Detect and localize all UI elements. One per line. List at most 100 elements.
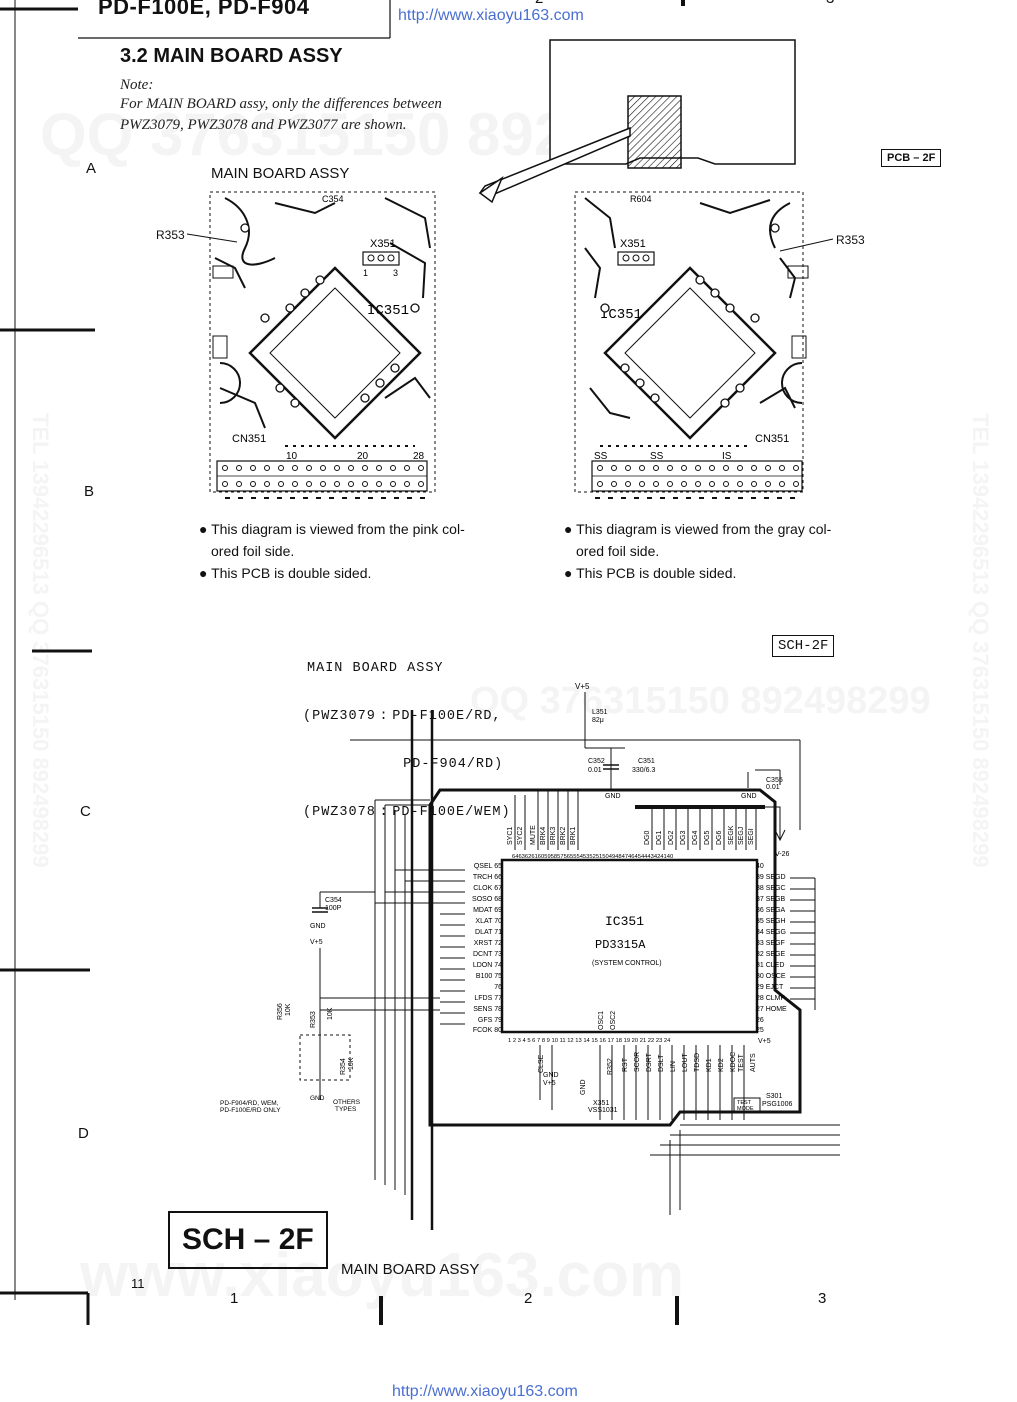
svg-text:PD-F904/RD, WEM,: PD-F904/RD, WEM, xyxy=(220,1100,279,1107)
svg-text:0.01: 0.01 xyxy=(588,767,602,774)
svg-text:DCNT 73: DCNT 73 xyxy=(473,951,502,958)
svg-text:PD-F100E/RD ONLY: PD-F100E/RD ONLY xyxy=(220,1107,281,1114)
svg-text:29 EJCT: 29 EJCT xyxy=(756,984,784,991)
svg-text:GND: GND xyxy=(310,1095,325,1102)
svg-text:646362616059585756555453525150: 6463626160595857565554535251504948474645… xyxy=(512,854,673,860)
ic-top-pins-right: DG0 DG1 DG2 DG3 DG4 DG5 DG6 SEGK SEGJ SE… xyxy=(644,825,755,845)
ic-bottom-pins: CLSE OSC1 OSC2 RST SCOR DSRT DSLT LIN LO… xyxy=(538,1011,757,1073)
svg-text:SYC1: SYC1 xyxy=(507,827,514,845)
svg-text:LDON 74: LDON 74 xyxy=(473,962,502,969)
svg-text:BRK3: BRK3 xyxy=(550,827,557,845)
bottom-col-3: 3 xyxy=(818,1290,827,1307)
svg-text:DG0: DG0 xyxy=(644,831,651,846)
pcb-right-x351-label: X351 xyxy=(620,238,646,250)
svg-text:SOSO 68: SOSO 68 xyxy=(472,896,502,903)
svg-text:GND: GND xyxy=(741,793,757,800)
pcb-right-r604-label: R604 xyxy=(630,194,652,204)
svg-text:OSC1: OSC1 xyxy=(598,1011,605,1030)
watermark-qq-mid: QQ 376315150 892498299 xyxy=(470,680,931,722)
svg-text:AUTS: AUTS xyxy=(750,1053,757,1072)
svg-text:PSG1006: PSG1006 xyxy=(762,1101,792,1108)
note-line-1: For MAIN BOARD assy, only the difference… xyxy=(120,96,442,112)
pcb-left-notes: ● This diagram is viewed from the pink c… xyxy=(199,521,465,581)
row-letter-b: B xyxy=(84,483,95,500)
top-col-2: 2 xyxy=(535,0,543,7)
svg-text:C355: C355 xyxy=(766,777,783,784)
svg-text:KDOC: KDOC xyxy=(730,1052,737,1072)
schematic-tag: SCH-2F xyxy=(772,635,835,657)
svg-text:V+5: V+5 xyxy=(543,1080,556,1087)
svg-text:C352: C352 xyxy=(588,758,605,765)
svg-text:SEGJ: SEGJ xyxy=(738,827,745,845)
svg-text:SS: SS xyxy=(594,451,608,462)
svg-text:SEGK: SEGK xyxy=(728,825,735,845)
svg-text:TDSD: TDSD xyxy=(694,1053,701,1072)
r353-right-label: R353 xyxy=(836,233,865,247)
svg-text:DG5: DG5 xyxy=(704,831,711,846)
svg-text:TEST: TEST xyxy=(738,1053,745,1072)
svg-text:V+5: V+5 xyxy=(310,939,323,946)
pcb-left-ic-label: IC351 xyxy=(367,303,409,319)
svg-text:CLOK 67: CLOK 67 xyxy=(473,885,502,892)
svg-text:LIN: LIN xyxy=(670,1061,677,1072)
schematic-diagram: V+5 L351 82μ C352 0.01 C351 330/6.3 GND … xyxy=(220,682,840,1230)
svg-text:TEST: TEST xyxy=(737,1100,752,1106)
svg-text:DG4: DG4 xyxy=(692,831,699,846)
svg-text:GFS 79: GFS 79 xyxy=(478,1017,502,1024)
svg-text:100P: 100P xyxy=(325,905,342,912)
svg-text:1 2 3 4 5 6 7 8 9 10 11 12 13: 1 2 3 4 5 6 7 8 9 10 11 12 13 14 15 16 1… xyxy=(508,1038,671,1044)
pcb-right-notes: ● This diagram is viewed from the gray c… xyxy=(564,521,832,581)
svg-text:KD2: KD2 xyxy=(718,1058,725,1072)
top-col-3: 3 xyxy=(826,0,834,7)
note-label: Note: xyxy=(120,77,154,93)
svg-text:82μ: 82μ xyxy=(592,717,604,724)
svg-text:R353: R353 xyxy=(310,1011,317,1028)
row-letter-c: C xyxy=(80,803,91,820)
svg-text:MUTE: MUTE xyxy=(530,825,537,845)
svg-text:DG3: DG3 xyxy=(680,831,687,846)
svg-text:RST: RST xyxy=(622,1057,629,1072)
svg-text:25: 25 xyxy=(756,1027,764,1034)
header-url[interactable]: http://www.xiaoyu163.com xyxy=(398,7,584,24)
svg-text:KD1: KD1 xyxy=(706,1058,713,1072)
svg-text:DSLT: DSLT xyxy=(658,1054,665,1072)
pcb-tag: PCB – 2F xyxy=(881,149,942,167)
svg-text:3: 3 xyxy=(393,268,398,278)
svg-text:C354: C354 xyxy=(325,897,342,904)
svg-text:DG6: DG6 xyxy=(716,831,723,846)
svg-text:35 SEGH: 35 SEGH xyxy=(756,918,786,925)
r353-left-label: R353 xyxy=(156,228,185,242)
svg-text:10K: 10K xyxy=(348,1057,355,1070)
svg-text:SYC2: SYC2 xyxy=(517,827,524,845)
footer-url[interactable]: http://www.xiaoyu163.com xyxy=(392,1383,578,1400)
svg-text:L351: L351 xyxy=(592,709,608,716)
ic351-name: IC351 xyxy=(605,914,644,929)
svg-text:XLAT 70: XLAT 70 xyxy=(475,918,502,925)
model-title: PD-F100E, PD-F904 xyxy=(98,0,310,19)
svg-text:S301: S301 xyxy=(766,1093,782,1100)
svg-text:10: 10 xyxy=(286,451,298,462)
svg-text:BRK2: BRK2 xyxy=(560,827,567,845)
svg-text:28 CLMP: 28 CLMP xyxy=(756,995,786,1002)
svg-text:DSRT: DSRT xyxy=(646,1052,653,1072)
svg-text:TYPES: TYPES xyxy=(335,1106,357,1113)
pcb-right-ic-label: IC351 xyxy=(600,307,642,323)
bottom-col-1: 1 xyxy=(230,1290,239,1307)
svg-text:31 CLED: 31 CLED xyxy=(756,962,784,969)
svg-text:SS: SS xyxy=(650,451,664,462)
pcb-left-title: MAIN BOARD ASSY xyxy=(211,165,350,182)
svg-text:40: 40 xyxy=(756,863,764,870)
svg-text:39 SEGD: 39 SEGD xyxy=(756,874,786,881)
svg-text:GND: GND xyxy=(310,923,326,930)
svg-text:10K: 10K xyxy=(327,1007,334,1020)
svg-text:SCOR: SCOR xyxy=(634,1052,641,1072)
svg-text:IS: IS xyxy=(722,451,732,462)
svg-text:30 OSCE: 30 OSCE xyxy=(756,973,786,980)
svg-text:OSC2: OSC2 xyxy=(610,1011,617,1030)
footer-sch-box: SCH – 2F xyxy=(168,1211,328,1269)
svg-text:36 SEGA: 36 SEGA xyxy=(756,907,786,914)
pcb-left-cn351-label: CN351 xyxy=(232,433,266,445)
svg-text:R354: R354 xyxy=(340,1058,347,1075)
svg-text:33 SEGF: 33 SEGF xyxy=(756,940,785,947)
